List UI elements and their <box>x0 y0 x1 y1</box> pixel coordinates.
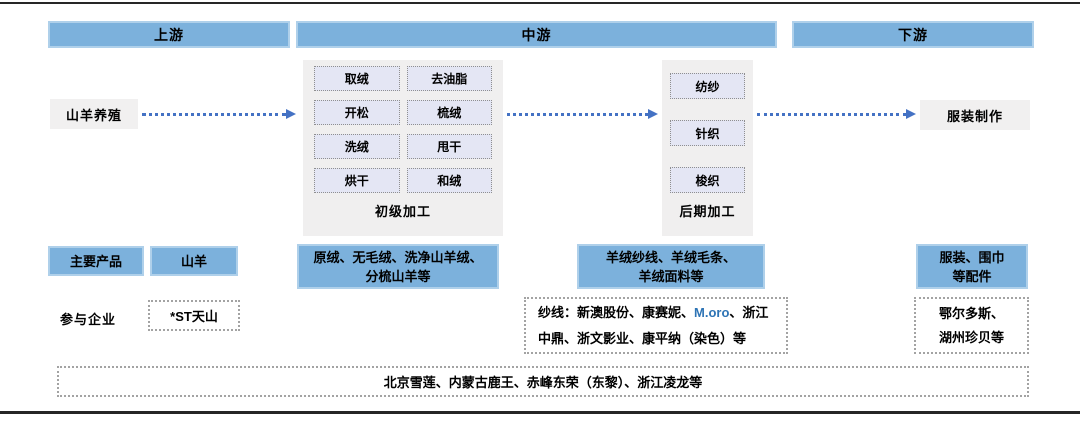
process-step: 洗绒 <box>314 134 400 159</box>
flow-arrow-upstream-to-midstream <box>142 106 296 122</box>
process-step: 梳绒 <box>406 100 492 125</box>
product-downstream: 服装、围巾 等配件 <box>916 244 1028 289</box>
header-midstream-label: 中游 <box>521 26 552 43</box>
enterprise-upstream-box: *ST天山 <box>148 300 240 331</box>
enterprise-shared-box: 北京雪莲、内蒙古鹿王、赤峰东荣（东黎）、浙江凌龙等 <box>57 366 1029 397</box>
enterprise-downstream-box: 鄂尔多斯、 湖州珍贝等 <box>914 297 1029 354</box>
process-step: 和绒 <box>406 168 492 193</box>
yarn-text-highlight: M.oro <box>694 304 730 320</box>
product-upstream: 山羊 <box>150 246 238 276</box>
process-step: 开松 <box>314 100 400 125</box>
late-processing-steps: 纺纱 针织 梭织 <box>662 60 753 193</box>
process-step: 去油脂 <box>406 66 492 91</box>
product-midstream-primary-line2: 分梳山羊等 <box>365 268 431 284</box>
product-upstream-label: 山羊 <box>180 253 207 269</box>
late-processing-group: 纺纱 针织 梭织 后期加工 <box>662 60 753 236</box>
process-step: 烘干 <box>314 168 400 193</box>
late-processing-label: 后期加工 <box>679 204 736 219</box>
product-midstream-late: 羊绒纱线、羊绒毛条、 羊绒面料等 <box>577 244 765 289</box>
product-midstream-primary-line1: 原绒、无毛绒、洗净山羊绒、 <box>313 249 483 265</box>
primary-processing-steps: 取绒 去油脂 开松 梳绒 洗绒 甩干 烘干 和绒 <box>303 60 503 193</box>
enterprise-downstream-line1: 鄂尔多斯、 <box>938 305 1004 321</box>
yarn-text-prefix: 纱线：新澳股份、康赛妮、 <box>538 304 695 320</box>
enterprise-upstream-label: *ST天山 <box>170 309 218 324</box>
arrow-line <box>507 112 648 116</box>
main-products-label: 主要产品 <box>69 253 122 269</box>
garment-making-label: 服装制作 <box>946 108 1003 124</box>
header-upstream-label: 上游 <box>154 26 184 43</box>
header-midstream: 中游 <box>296 21 777 48</box>
product-midstream-late-line1: 羊绒纱线、羊绒毛条、 <box>605 249 736 265</box>
goat-farming-node: 山羊养殖 <box>50 99 138 129</box>
goat-farming-label: 山羊养殖 <box>65 107 122 123</box>
process-step: 取绒 <box>314 66 400 91</box>
yarn-text-suffix: 、浙江中鼎、浙文影业、康平纳（染色）等 <box>538 304 769 346</box>
flow-arrow-midstream-to-downstream <box>757 106 916 122</box>
product-midstream-late-line2: 羊绒面料等 <box>638 268 704 284</box>
enterprise-midstream-yarn-text: 纱线：新澳股份、康赛妮、M.oro、浙江中鼎、浙文影业、康平纳（染色）等 <box>526 300 786 352</box>
row-label-main-products: 主要产品 <box>48 246 144 276</box>
product-midstream-primary: 原绒、无毛绒、洗净山羊绒、 分梳山羊等 <box>297 244 499 289</box>
bottom-border-line <box>0 411 1080 414</box>
header-upstream: 上游 <box>48 21 290 48</box>
header-downstream-label: 下游 <box>898 26 928 43</box>
arrow-head-icon <box>648 109 658 119</box>
arrow-head-icon <box>286 109 296 119</box>
enterprise-midstream-yarn-box: 纱线：新澳股份、康赛妮、M.oro、浙江中鼎、浙文影业、康平纳（染色）等 <box>524 297 788 354</box>
product-downstream-line2: 等配件 <box>952 268 992 284</box>
process-step: 梭织 <box>670 167 745 193</box>
top-border-line <box>0 2 1080 4</box>
arrow-line <box>142 112 286 116</box>
row-label-enterprises: 参与企业 <box>60 312 117 327</box>
arrow-line <box>757 112 906 116</box>
arrow-head-icon <box>906 109 916 119</box>
garment-making-node: 服装制作 <box>920 100 1030 130</box>
enterprise-downstream-line2: 湖州珍贝等 <box>938 329 1004 345</box>
primary-processing-group: 取绒 去油脂 开松 梳绒 洗绒 甩干 烘干 和绒 初级加工 <box>303 60 503 236</box>
product-downstream-line1: 服装、围巾 <box>939 249 1005 265</box>
process-step: 纺纱 <box>670 73 745 99</box>
header-downstream: 下游 <box>792 21 1034 48</box>
process-step: 甩干 <box>406 134 492 159</box>
flow-arrow-primary-to-late <box>507 106 658 122</box>
process-step: 针织 <box>670 120 745 146</box>
enterprise-shared-label: 北京雪莲、内蒙古鹿王、赤峰东荣（东黎）、浙江凌龙等 <box>383 375 703 390</box>
primary-processing-label: 初级加工 <box>374 204 431 219</box>
